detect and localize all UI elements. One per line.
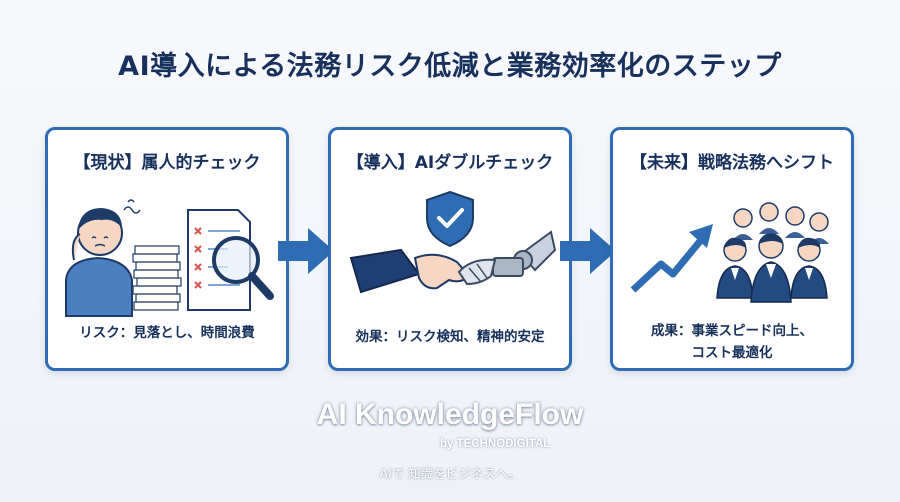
stressed-worker-icon — [58, 188, 276, 318]
step-caption-line2: コスト最適化 — [691, 345, 773, 361]
brand-byline: by TECHNODIGITAL — [440, 438, 551, 450]
step-card-future: 【未来】戦略法務へシフト — [610, 127, 854, 371]
step-title: 【未来】戦略法務へシフト — [630, 153, 834, 173]
step-caption: リスク：見落とし、時間浪費 — [79, 325, 255, 341]
step-caption-line1: 成果：事業スピード向上、 — [651, 323, 813, 339]
brand-logo-text: AI KnowledgeFlow — [316, 398, 584, 431]
growth-team-icon — [623, 188, 841, 318]
arrow-right-icon — [278, 228, 334, 274]
step-title: 【現状】属人的チェック — [73, 153, 261, 173]
arrow-right-icon — [560, 228, 616, 274]
step-title: 【導入】AIダブルチェック — [346, 153, 554, 173]
page-title: AI導入による法務リスク低減と業務効率化のステップ — [118, 51, 782, 82]
step-caption: 効果：リスク検知、精神的安定 — [355, 329, 545, 345]
handshake-shield-icon — [341, 188, 559, 318]
step-card-current: 【現状】属人的チェック — [45, 127, 289, 371]
brand-tagline: AIで 知識をビジネスへ。 — [379, 466, 521, 481]
step-card-adoption: 【導入】AIダブルチェック 効果：リスク検知、精神的安定 — [328, 127, 572, 371]
